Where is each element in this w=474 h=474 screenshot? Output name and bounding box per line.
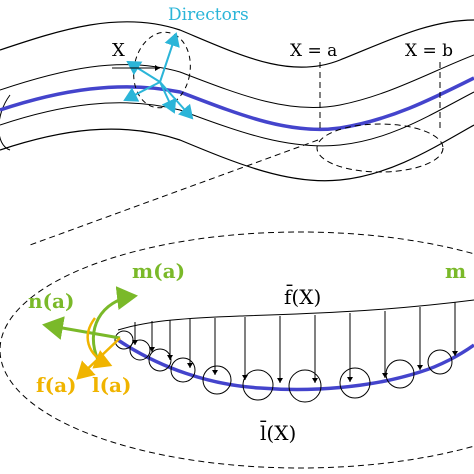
m-b-label: m xyxy=(445,259,466,283)
m-a-label: m(a) xyxy=(132,259,185,283)
rod-end-cap xyxy=(0,94,11,151)
zoom-centerline xyxy=(117,338,474,392)
zoom-line-left xyxy=(29,139,319,246)
l-a-label: l(a) xyxy=(92,373,131,397)
x-eq-b-label: X = b xyxy=(405,41,453,61)
x-label: X xyxy=(112,40,125,61)
n-a-arrow xyxy=(42,316,121,340)
zoom-ellipse xyxy=(0,231,474,469)
rod-inner-line-upper xyxy=(0,54,474,109)
segment-ellipse xyxy=(316,123,444,173)
f-a-label: f(a) xyxy=(36,373,77,397)
rod-bottom-edge xyxy=(0,124,474,182)
x-eq-a-label: X = a xyxy=(290,41,337,61)
l-a-arrow xyxy=(86,317,113,369)
rod-centerline xyxy=(0,76,474,132)
directors-label: Directors xyxy=(168,5,249,25)
rod-top-edge xyxy=(0,19,474,68)
f-bar-label: f̄(X) xyxy=(284,284,321,309)
rod-inner-line-lower xyxy=(0,91,474,147)
distributed-moment-circles xyxy=(114,330,453,403)
l-bar-label: l̄(X) xyxy=(260,420,296,445)
m-a-arrow xyxy=(91,286,138,361)
cross-section-x xyxy=(133,31,191,109)
director-triad xyxy=(123,32,194,120)
zoom-rod-top xyxy=(117,299,474,331)
n-a-label: n(a) xyxy=(28,289,74,313)
